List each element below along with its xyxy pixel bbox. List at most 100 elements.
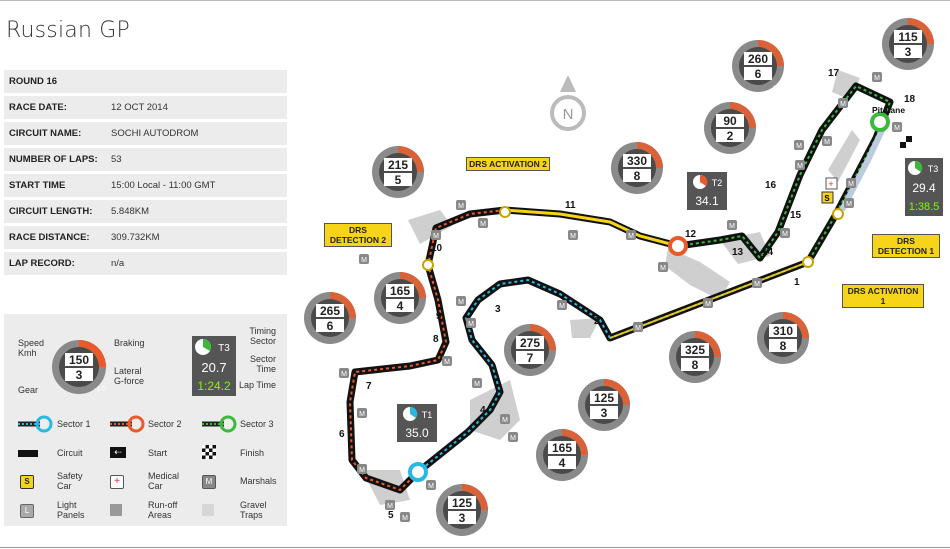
sector-time-t3: T3 29.4 1:38.5 [905,158,943,216]
gauge-g-text: --- [416,317,423,324]
marshal-icon: M [466,318,476,328]
gauge-speed-box [316,304,344,317]
turn-13: 13 [732,247,744,258]
start-icon: ⇠ [110,447,126,458]
marshal-icon: M [508,432,518,442]
gauge-speed-box [744,52,772,65]
medical-car-icon: + [110,475,124,489]
legend-run-off: Run-off Areas [148,500,178,520]
speed-gauge: 902 --- [704,102,756,154]
gravel-swatch [202,504,214,516]
drs-activation-2-label: DRS ACTIVATION 2 [466,157,550,171]
gauge-gear-text: 6 [755,67,762,81]
gauge-speed-text: 125 [594,391,614,405]
gauge-g-text: --- [653,187,660,194]
gauge-gear-text: 3 [905,45,912,59]
gauge-speed-box [548,441,576,454]
legend-marshals: Marshals [240,476,277,486]
gauge-braking-arc [530,324,556,350]
marshal-icon: M [456,200,466,210]
gauge-braking-arc [330,292,356,318]
marshal-icon: M [752,278,762,288]
marshal-icon: M [431,230,441,240]
gauge-gear-box [769,339,797,352]
drs-activation-2-point [499,206,511,218]
svg-text:M: M [359,411,365,418]
svg-text:M: M [840,101,846,108]
sector3-marker [219,415,237,433]
gauge-speed-text: 215 [388,158,408,172]
marshal-icon: M [872,72,882,82]
gauge-gear-text: 2 [727,129,734,143]
gauge-g-text: --- [746,147,753,154]
turn-4: 4 [480,405,486,416]
marshal-icon: M [568,230,578,240]
svg-text:M: M [341,371,347,378]
info-row-laps: NUMBER OF LAPS:53 [4,148,287,171]
legend-gear: Gear [18,385,39,395]
svg-text:1:38.5: 1:38.5 [909,201,940,213]
drs-detection-2-point [422,259,434,271]
marshal-icon: M [727,220,737,230]
legend-sector3: Sector 3 [240,419,274,429]
gauge-speed-text: 330 [627,154,647,168]
gauge-speed-text: 90 [723,114,737,128]
marshal-icon: M [472,378,482,388]
legend-circuit: Circuit [57,448,83,458]
marshal-posts: M M M M M M M M M M M M M M M M M M M M … [339,72,902,522]
svg-text:+: + [828,179,833,189]
turn-10: 10 [431,243,443,254]
circuit-swatch [18,450,38,457]
turn-7: 7 [366,381,372,392]
gauge-speed-box [894,30,922,43]
gauge-gear-box [744,67,772,80]
svg-text:M: M [754,281,760,288]
gauge-speed-box [681,343,709,356]
drs-zone-2 [504,208,679,248]
svg-text:M: M [874,75,880,82]
sector-time-t1: T1 35.0 [397,404,437,442]
turn-16: 16 [765,180,777,191]
gauge-gear-text: 3 [459,511,466,525]
top-rule [0,0,950,1]
gauge-speed-box [769,324,797,337]
svg-text:29.4: 29.4 [912,181,936,195]
drs-activation-1-label: DRS ACTIVATION 1 [842,284,924,308]
gauge-g-text: -1.0 [94,386,106,393]
gauge-gear-box [316,319,344,332]
pit-lane-label: Pit Lane [872,105,905,115]
gauge-speed-text: 310 [773,324,793,338]
svg-text:M: M [458,203,464,210]
drs-detection-1-point [832,208,844,220]
gauge-braking-arc [562,429,588,455]
marshal-icon: M [626,230,636,240]
gauge-braking-arc [908,18,934,44]
marshal-icon: M [478,218,488,228]
sector1-end-marker [408,462,428,482]
legend-panel: Speed Kmh Braking Lateral G-force Gear 1… [4,314,287,526]
gauge-gear-box [516,351,544,364]
svg-text:M: M [894,125,900,132]
marshal-icon: M [400,512,410,522]
info-row-lap-record: LAP RECORD:n/a [4,252,287,275]
marshal-icon: M [844,198,854,208]
legend-start: Start [148,448,168,458]
svg-text:T2: T2 [712,178,723,188]
gauge-speed-box [716,114,744,127]
gauge-braking-arc [783,312,809,338]
turn-2: 2 [594,316,600,327]
gauge-g-text: --- [799,357,806,364]
svg-text:M: M [433,233,439,240]
gauge-braking-arc [758,40,784,66]
bottom-rule [0,547,950,548]
drs-detection-2-label: DRS DETECTION 2 [324,223,392,247]
gauge-speed-text: 165 [390,284,410,298]
turn-6: 6 [339,429,345,440]
gauge-g-text: --- [414,191,421,198]
gauge-speed-box [386,284,414,297]
svg-text:M: M [660,265,666,272]
gauge-g-text: --- [620,424,627,431]
